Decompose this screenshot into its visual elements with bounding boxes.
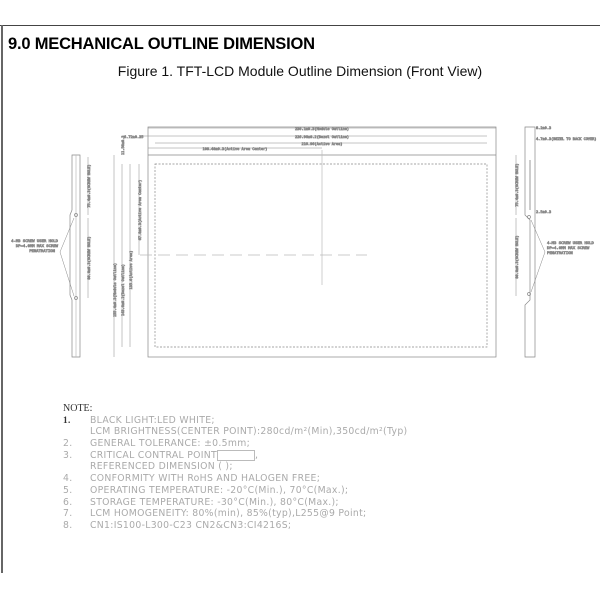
screw-hole-icon (74, 296, 78, 300)
right-screw-note-2: DP=4.0MM MAX SCREW (547, 245, 590, 250)
left-side-dim-bottom: 80.0±0.3(SCREW HOLE) (87, 236, 91, 279)
front-view: 236.1±0.3(Module Outline) 226.96±0.2(Bez… (113, 126, 497, 358)
note-text: BLACK LIGHT:LED WHITE; (90, 414, 215, 426)
note-item: 6. STORAGE TEMPERATURE: -30°C(Min.), 80°C… (63, 497, 407, 509)
critical-point-box (217, 449, 256, 461)
left-screw-note-3: PENATRATION (29, 248, 55, 253)
right-screw-note-3: PENATRATION (547, 250, 573, 255)
section-heading: 9.0 MECHANICAL OUTLINE DIMENSION (8, 35, 315, 53)
left-side-view: 75.4±0.3(SCREW HOLE) 80.0±0.3(SCREW HOLE… (11, 154, 91, 358)
screw-hole-icon (527, 292, 531, 296)
note-number: 6. (63, 496, 73, 508)
note-text: LCM BRIGHTNESS(CENTER POINT):280cd/m²(Mi… (90, 426, 408, 438)
note-item-continuation: LCM BRIGHTNESS(CENTER POINT):280cd/m²(Mi… (63, 426, 407, 438)
note-number: 2. (63, 438, 73, 450)
note-text: REFERENCED DIMENSION ( ); (90, 461, 233, 473)
page-frame-top (0, 25, 600, 26)
right-side-dim-top: 75.4±0.3(SCREW HOLE) (515, 163, 519, 206)
notes-section: NOTE: 1. BLACK LIGHT:LED WHITE; LCM BRIGH… (63, 403, 407, 532)
right-top-dim: 8.2±0.3 (536, 126, 551, 130)
screw-hole-icon (74, 213, 78, 217)
note-text: LCM HOMOGENEITY: 80%(min), 85%(typ),L255… (90, 508, 367, 520)
note-number: 8. (63, 519, 73, 531)
notes-title: NOTE: (63, 403, 93, 414)
right-mid-dim: 2.5±0.3 (536, 210, 551, 214)
dim-module-outline: 236.1±0.3(Module Outline) (295, 127, 349, 131)
note-item: 3.CRITICAL CONTRAL POINT, (63, 449, 259, 461)
figure-caption: Figure 1. TFT-LCD Module Outline Dimensi… (117, 63, 483, 79)
dim-active-center: 108.48±0.3(Active Area Center) (203, 147, 268, 151)
right-panel-dim: 4.7±0.3(BEZEL TO BACK COVER) (536, 137, 597, 141)
note-text: CRITICAL CONTRAL POINT (90, 449, 218, 461)
note-number: 1. (63, 415, 71, 426)
dim-active-area: 216.96(Active Area) (301, 142, 342, 146)
dim-bezel-outline: 226.96±0.2(Bezel Outline) (295, 135, 349, 139)
left-screw-note-1: 4-M3 SCREW USER HOLD (11, 238, 59, 243)
note-item: 5. OPERATING TEMPERATURE: -20°C(Min.), 70… (63, 485, 407, 497)
note-item: 8. CN1:IS100-L300-C23 CN2&CN3:CI4216S; (63, 520, 407, 532)
left-side-dim-top: 75.4±0.3(SCREW HOLE) (87, 164, 91, 207)
right-side-dim-bottom: 80.0±0.3(SCREW HOLE) (515, 235, 519, 278)
note-text: STORAGE TEMPERATURE: -30°C(Min.), 80°C(M… (90, 496, 339, 508)
dim-height-bezel: 143.6±0.2(Bezel Outline) (121, 264, 125, 316)
note-text: CN1:IS100-L300-C23 CN2&CN3:CI4216S; (90, 519, 292, 531)
note-number: 7. (63, 508, 73, 520)
dim-top-offset: 11.56±0.3 (121, 136, 125, 155)
left-screw-note-2: DP=4.0MM MAX SCREW (16, 243, 59, 248)
screw-hole-icon (527, 215, 531, 219)
module-outline (147, 126, 497, 358)
note-number: 3. (63, 449, 73, 461)
dim-height-center: 67.8±0.3(Active Area Center) (138, 180, 142, 241)
note-item: 1. BLACK LIGHT:LED WHITE; (63, 415, 407, 427)
note-item-continuation: REFERENCED DIMENSION ( ); (63, 461, 407, 473)
note-text: CONFORMITY WITH RoHS AND HALOGEN FREE; (90, 473, 321, 485)
dim-left-offset: 6.72±0.35 (124, 135, 143, 139)
note-item: 7. LCM HOMOGENEITY: 80%(min), 85%(typ),L2… (63, 508, 407, 520)
page-frame-left (1, 25, 3, 573)
right-screw-note-1: 4-M3 SCREW USER HOLD (547, 240, 595, 245)
note-item: 2. GENERAL TOLERANCE: ±0.5mm; (63, 438, 407, 450)
note-number: 4. (63, 473, 73, 485)
dim-height-module: 155.4±0.3(Module Outline) (113, 263, 117, 317)
note-text: OPERATING TEMPERATURE: -20°C(Min.), 70°C… (90, 484, 349, 496)
note-item: 4. CONFORMITY WITH RoHS AND HALOGEN FREE; (63, 473, 407, 485)
dim-height-active: 135.6(Active Area) (129, 251, 133, 290)
note-number: 5. (63, 484, 73, 496)
note-text: GENERAL TOLERANCE: ±0.5mm; (90, 438, 251, 450)
active-area (154, 163, 488, 348)
right-side-view: 75.4±0.3(SCREW HOLE) 80.0±0.3(SCREW HOLE… (515, 126, 597, 358)
